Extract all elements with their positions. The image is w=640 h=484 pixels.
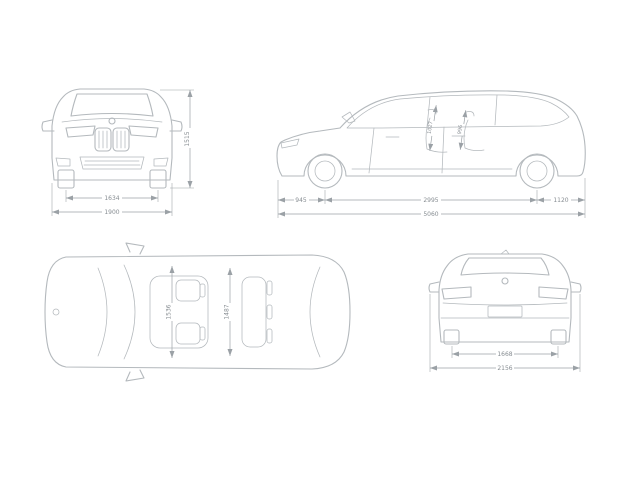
front-bumper-intake [55, 156, 169, 170]
dim-wheelbase-value: 2995 [423, 197, 438, 204]
dim-side-length: 5060 [278, 211, 585, 218]
brand-roundel-icon-rear [501, 277, 509, 285]
front-kidney-grille-right [112, 127, 130, 152]
side-view: 945 2995 1120 5060 1027 996 [276, 90, 586, 218]
dim-front-height: 1515 [160, 89, 194, 189]
front-headlights [65, 125, 159, 138]
dim-side-headroom-front: 1027 [427, 105, 438, 151]
side-mirror [341, 111, 356, 124]
dim-rear-track: 1668 [452, 351, 558, 358]
dim-front-track-value: 1634 [104, 195, 119, 202]
dim-headroom-rear-value: 996 [457, 125, 464, 135]
top-body-outline [44, 254, 351, 370]
top-view: 1536 1487 [44, 242, 351, 382]
rear-car-drawing [428, 249, 582, 345]
top-rear-headrest-2 [266, 304, 273, 320]
top-seat-front-left [175, 279, 201, 302]
side-glasshouse [346, 94, 570, 129]
top-car-drawing [44, 242, 351, 382]
dim-line [432, 105, 438, 122]
dim-front-track: 1634 [65, 190, 159, 202]
dim-top-interior-width-front: 1536 [166, 266, 175, 358]
rear-wheel-left [443, 329, 460, 345]
top-seat-front-right [175, 322, 201, 345]
dim-line [458, 135, 464, 150]
front-grille-slats [98, 130, 126, 149]
dim-length-value: 5060 [423, 211, 438, 218]
brand-roundel-icon-top [52, 308, 60, 316]
top-mirrors [125, 242, 145, 382]
dim-front-width: 1900 [51, 183, 173, 216]
rear-mirrors [428, 281, 582, 293]
front-kidney-grille-left [94, 127, 112, 152]
side-car-drawing [276, 90, 586, 189]
dim-rear-width-mirrors: 2156 [430, 365, 580, 372]
front-wheel-left [57, 169, 75, 189]
front-windshield [70, 93, 154, 117]
top-rear-headrest-1 [266, 280, 273, 296]
dim-side-headroom-rear: 996 [457, 110, 468, 150]
top-rear-window-arc [309, 266, 321, 358]
dim-rear-width-value: 2156 [497, 365, 512, 372]
top-windshield-arc [123, 264, 136, 360]
front-car-drawing [41, 88, 183, 189]
dim-front-overhang-value: 945 [295, 197, 307, 204]
dim-front-height-value: 1515 [184, 131, 191, 146]
rear-tailgate-crease [442, 302, 568, 306]
rear-wheel-right [550, 329, 567, 345]
side-front-wheel-rim [314, 160, 336, 182]
dim-interior-width-front-value: 1536 [166, 304, 173, 319]
rear-body-outline [438, 253, 572, 343]
rear-license-plate [487, 305, 523, 318]
side-headlight [280, 138, 300, 149]
dim-rear-track-value: 1668 [497, 351, 512, 358]
front-wheel-right [149, 169, 167, 189]
front-view: 1634 1900 1515 [41, 88, 194, 216]
side-pillars-doors [351, 94, 513, 174]
side-rear-wheel-rim [526, 160, 548, 182]
rear-antenna-fin [500, 249, 510, 255]
side-body-outline [276, 90, 586, 177]
dim-line [462, 110, 468, 125]
side-mirrors [41, 119, 183, 132]
side-rear-wheel [519, 153, 555, 189]
rear-taillights [441, 286, 569, 300]
top-headrest-front-left [199, 283, 206, 298]
front-body-outline [51, 88, 173, 181]
rear-window [460, 257, 550, 276]
rear-view: 1668 2156 [428, 249, 582, 372]
side-front-wheel [307, 153, 343, 189]
top-rear-headrest-3 [266, 328, 273, 344]
front-hood-crease [61, 118, 163, 123]
side-door-handles [385, 135, 466, 138]
top-headrest-front-right [199, 326, 206, 341]
dim-side-rear-overhang: 1120 [537, 197, 585, 204]
brand-roundel-icon [108, 117, 116, 125]
dim-headroom-front-value: 1027 [427, 121, 435, 134]
dim-rear-overhang-value: 1120 [553, 197, 568, 204]
dim-side-wheelbase: 2995 [325, 197, 537, 204]
dim-top-interior-width-rear: 1487 [224, 268, 233, 356]
dim-front-width-value: 1900 [104, 209, 119, 216]
top-panoramic-roof [149, 275, 209, 349]
dim-line [428, 135, 434, 151]
dim-side-front-overhang: 945 [278, 197, 325, 204]
top-rear-bench [241, 276, 267, 348]
top-hood-arc [97, 267, 108, 357]
dim-interior-width-rear-value: 1487 [224, 304, 231, 319]
